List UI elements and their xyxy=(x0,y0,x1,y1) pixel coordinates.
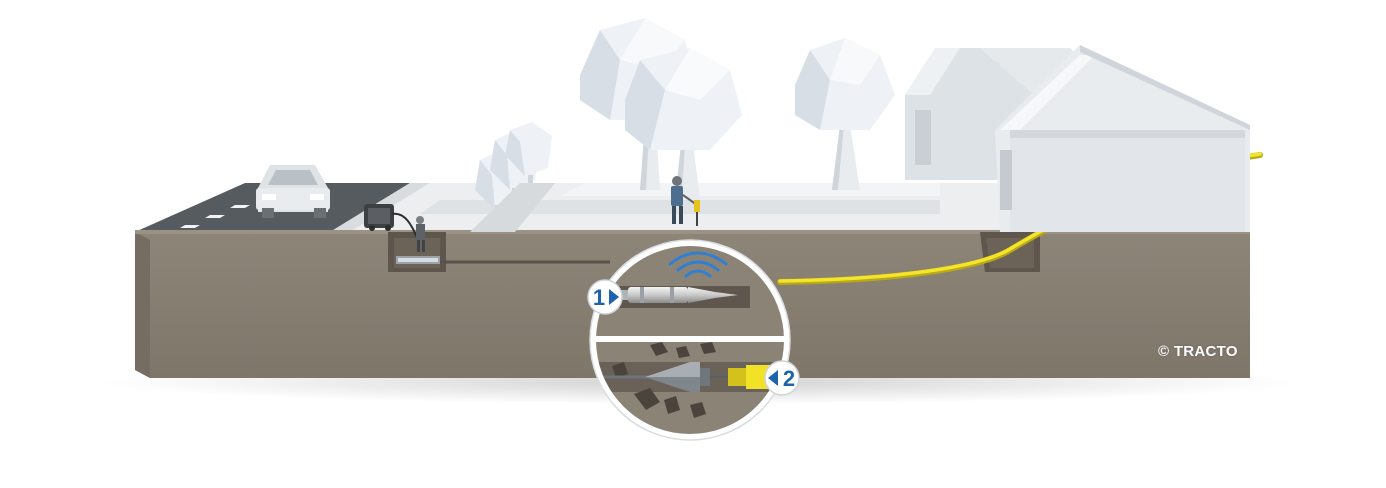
step-number-2: 2 xyxy=(783,366,795,391)
yard xyxy=(560,183,940,196)
worker-icon xyxy=(416,216,425,252)
soil-edge xyxy=(135,232,150,378)
detail-magnifier xyxy=(589,239,791,441)
piercing-tool-icon xyxy=(612,287,738,303)
step-badge-1: 1 xyxy=(587,279,623,315)
soil-top-edge xyxy=(135,230,1250,234)
copyright-label: © TRACTO xyxy=(1158,343,1238,360)
expander-icon xyxy=(596,362,770,392)
arrow-left-icon xyxy=(768,370,778,386)
arrow-right-icon xyxy=(609,289,619,305)
step-number-1: 1 xyxy=(593,285,605,310)
tree-icon xyxy=(470,18,895,232)
worker-icon xyxy=(671,176,700,226)
step-badge-2: 2 xyxy=(764,360,800,396)
car-icon xyxy=(256,165,330,218)
signal-icon xyxy=(668,251,728,278)
house-icon xyxy=(905,45,1250,232)
machine-icon xyxy=(364,204,419,241)
